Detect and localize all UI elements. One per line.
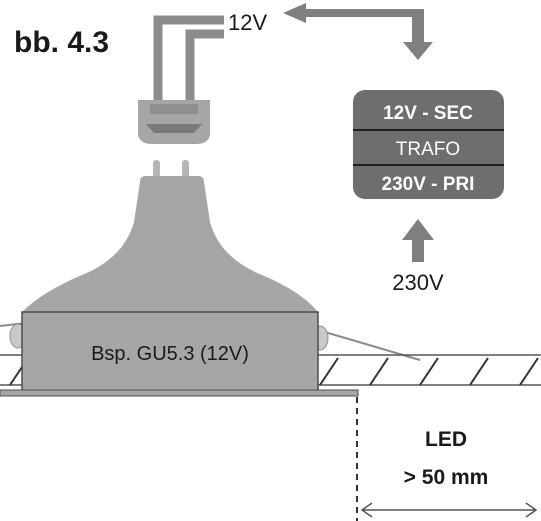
transformer-primary-label: 230V - PRI bbox=[382, 174, 475, 195]
top-voltage-label: 12V bbox=[228, 10, 267, 35]
distance-marker bbox=[356, 397, 538, 521]
distance-label-line2: > 50 mm bbox=[404, 466, 489, 489]
primary-arrow bbox=[402, 219, 434, 262]
lamp-housing bbox=[21, 311, 319, 395]
figure-label: bb. 4.3 bbox=[14, 26, 109, 59]
secondary-arrow bbox=[283, 3, 433, 60]
lamp-reflector bbox=[22, 176, 318, 312]
transformer-box: 12V - SEC TRAFO 230V - PRI bbox=[353, 90, 504, 199]
transformer-name-label: TRAFO bbox=[396, 139, 460, 160]
lamp-flange bbox=[0, 389, 359, 397]
bottom-voltage-label: 230V bbox=[392, 270, 444, 295]
connector-socket bbox=[138, 100, 210, 144]
distance-label-line1: LED bbox=[425, 428, 467, 451]
transformer-secondary-label: 12V - SEC bbox=[383, 103, 473, 124]
lamp-label: Bsp. GU5.3 (12V) bbox=[91, 343, 249, 365]
supply-wires bbox=[153, 15, 224, 100]
